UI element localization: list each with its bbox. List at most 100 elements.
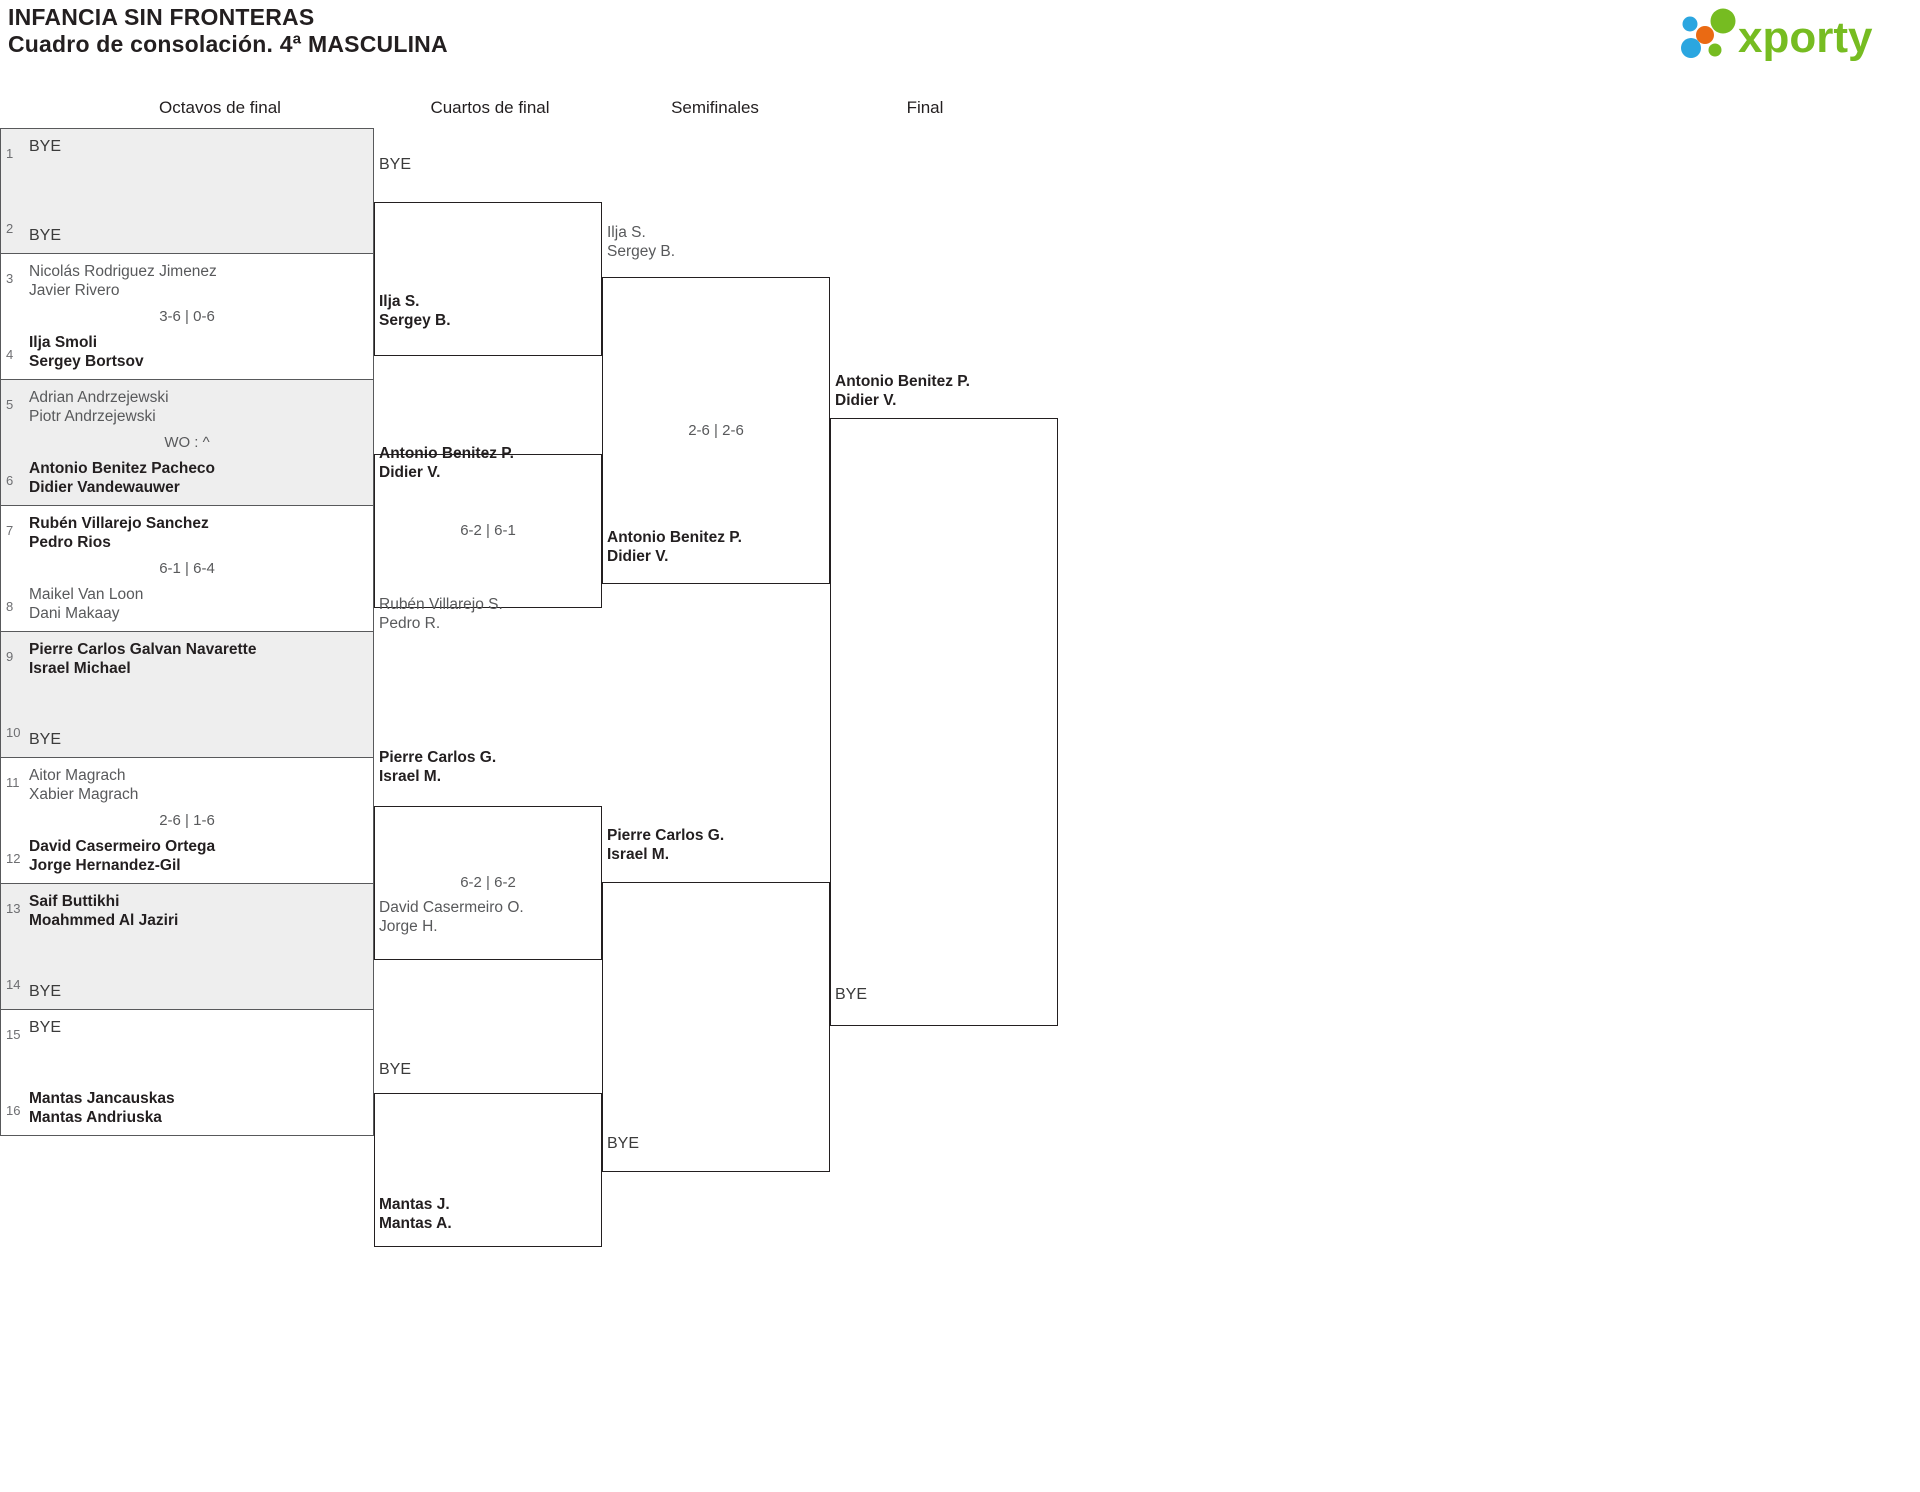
round-header-cuartos: Cuartos de final xyxy=(430,98,550,117)
sf-slot-2-bottom: BYE xyxy=(607,1134,639,1153)
team-line-1: Antonio Benitez P. xyxy=(835,373,970,390)
r16-team-bottom: Maikel Van Loon Dani Makaay xyxy=(29,585,365,623)
qf-slot-4-bottom: Mantas J. Mantas A. xyxy=(379,1195,452,1233)
round-of-16-column: 1 BYE 2 BYE 3 Nicolás Rodriguez Jimenez … xyxy=(0,128,374,1136)
team-line-1: Mantas Jancauskas xyxy=(29,1090,175,1107)
r16-team-bottom: Mantas Jancauskas Mantas Andriuska xyxy=(29,1089,365,1127)
team-line-1: BYE xyxy=(29,983,62,1000)
round-header-semifinales: Semifinales xyxy=(671,98,759,117)
r16-match-5[interactable]: 9 Pierre Carlos Galvan Navarette Israel … xyxy=(0,632,374,758)
xporty-logo[interactable]: xporty xyxy=(1676,8,1906,64)
team-line-1: Antonio Benitez P. xyxy=(607,529,742,546)
team-line-2: Jorge H. xyxy=(379,918,438,935)
team-line-2: Didier V. xyxy=(607,548,669,565)
r16-team-top: Rubén Villarejo Sanchez Pedro Rios xyxy=(29,514,365,552)
sf-match-1-box[interactable]: 2-6 | 2-6 xyxy=(602,277,830,584)
qf-score: 6-2 | 6-2 xyxy=(460,874,516,891)
team-line-2: Didier Vandewauwer xyxy=(29,479,180,496)
team-line-2: Israel Michael xyxy=(29,660,131,677)
r16-match-2[interactable]: 3 Nicolás Rodriguez Jimenez Javier River… xyxy=(0,254,374,380)
qf-match-2-box[interactable]: 6-2 | 6-1 xyxy=(374,454,602,608)
final-slot-top: Antonio Benitez P. Didier V. xyxy=(835,372,970,410)
team-line-2: Piotr Andrzejewski xyxy=(29,408,156,425)
sf-slot-1-bottom: Antonio Benitez P. Didier V. xyxy=(607,528,742,566)
seed-number: 10 xyxy=(6,725,21,740)
tournament-name: INFANCIA SIN FRONTERAS xyxy=(8,4,315,30)
logo-dot-blue-top xyxy=(1682,16,1698,32)
r16-team-bottom: BYE xyxy=(29,730,365,749)
team-line-2: Pedro R. xyxy=(379,615,441,632)
seed-number: 5 xyxy=(6,397,14,412)
team-line-1: BYE xyxy=(379,1061,412,1078)
seed-number: 3 xyxy=(6,271,14,286)
team-line-1: BYE xyxy=(29,227,62,244)
r16-team-bottom: David Casermeiro Ortega Jorge Hernandez-… xyxy=(29,837,365,875)
qf-match-1-box[interactable] xyxy=(374,202,602,356)
team-line-1: David Casermeiro O. xyxy=(379,899,524,916)
team-line-1: Rubén Villarejo Sanchez xyxy=(29,515,209,532)
team-line-1: Antonio Benitez Pacheco xyxy=(29,460,216,477)
logo-wordmark: xporty xyxy=(1738,13,1873,62)
team-line-2: Sergey Bortsov xyxy=(29,353,144,370)
final-match-box[interactable] xyxy=(830,418,1058,1026)
qf-match-4-box[interactable] xyxy=(374,1093,602,1247)
team-line-1: Mantas J. xyxy=(379,1196,450,1213)
r16-score: 2-6 | 1-6 xyxy=(159,811,215,829)
team-line-1: BYE xyxy=(29,138,62,155)
r16-team-bottom: Antonio Benitez Pacheco Didier Vandewauw… xyxy=(29,459,365,497)
team-line-2: Pedro Rios xyxy=(29,534,111,551)
team-line-2: Xabier Magrach xyxy=(29,786,139,803)
seed-number: 4 xyxy=(6,347,14,362)
team-line-2: Mantas Andriuska xyxy=(29,1109,162,1126)
r16-team-top: BYE xyxy=(29,137,365,156)
seed-number: 1 xyxy=(6,146,14,161)
sf-slot-1-top: Ilja S. Sergey B. xyxy=(607,223,675,261)
r16-team-bottom: BYE xyxy=(29,982,365,1001)
logo-dot-green-big xyxy=(1710,8,1736,34)
sf-slot-2-top: Pierre Carlos G. Israel M. xyxy=(607,826,724,864)
team-line-2: Mantas A. xyxy=(379,1215,452,1232)
team-line-2: Jorge Hernandez-Gil xyxy=(29,857,181,874)
team-line-1: David Casermeiro Ortega xyxy=(29,838,216,855)
qf-slot-4-top: BYE xyxy=(379,1060,411,1079)
qf-slot-3-bottom: David Casermeiro O. Jorge H. xyxy=(379,898,524,936)
logo-dot-green-small xyxy=(1708,43,1722,57)
team-line-1: BYE xyxy=(29,1019,62,1036)
round-header-final: Final xyxy=(906,98,944,117)
r16-team-top: Adrian Andrzejewski Piotr Andrzejewski xyxy=(29,388,365,426)
team-line-2: Dani Makaay xyxy=(29,605,120,622)
seed-number: 8 xyxy=(6,599,14,614)
logo-dot-orange xyxy=(1696,26,1714,44)
page-header: INFANCIA SIN FRONTERAS Cuadro de consola… xyxy=(8,4,1108,58)
qf-slot-2-bottom: Rubén Villarejo S. Pedro R. xyxy=(379,595,503,633)
team-line-2: Israel M. xyxy=(607,846,670,863)
r16-match-3[interactable]: 5 Adrian Andrzejewski Piotr Andrzejewski… xyxy=(0,380,374,506)
seed-number: 14 xyxy=(6,977,21,992)
seed-number: 7 xyxy=(6,523,14,538)
r16-score: 6-1 | 6-4 xyxy=(159,559,215,577)
seed-number: 2 xyxy=(6,221,14,236)
qf-slot-1-bottom: Ilja S. Sergey B. xyxy=(379,292,451,330)
logo-dot-blue-bottom xyxy=(1681,38,1701,58)
r16-match-7[interactable]: 13 Saif Buttikhi Moahmmed Al Jaziri 14 B… xyxy=(0,884,374,1010)
team-line-1: Nicolás Rodriguez Jimenez xyxy=(29,263,217,280)
team-line-1: BYE xyxy=(379,156,412,173)
r16-match-1[interactable]: 1 BYE 2 BYE xyxy=(0,128,374,254)
team-line-2: Didier V. xyxy=(835,392,897,409)
seed-number: 12 xyxy=(6,851,21,866)
qf-score: 6-2 | 6-1 xyxy=(460,522,516,539)
team-line-1: BYE xyxy=(607,1135,640,1152)
qf-match-3-box[interactable]: 6-2 | 6-2 xyxy=(374,806,602,960)
r16-match-8[interactable]: 15 BYE 16 Mantas Jancauskas Mantas Andri… xyxy=(0,1010,374,1136)
page-title: Cuadro de consolación. 4ª MASCULINA xyxy=(8,31,448,57)
team-line-1: Ilja S. xyxy=(607,224,646,241)
sf-match-2-box[interactable] xyxy=(602,882,830,1172)
round-header-octavos: Octavos de final xyxy=(159,98,281,117)
team-line-1: Rubén Villarejo S. xyxy=(379,596,503,613)
r16-match-6[interactable]: 11 Aitor Magrach Xabier Magrach 2-6 | 1-… xyxy=(0,758,374,884)
team-line-1: Ilja Smoli xyxy=(29,334,98,351)
r16-match-4[interactable]: 7 Rubén Villarejo Sanchez Pedro Rios 6-1… xyxy=(0,506,374,632)
team-line-2: Javier Rivero xyxy=(29,282,120,299)
r16-team-top: Pierre Carlos Galvan Navarette Israel Mi… xyxy=(29,640,365,678)
